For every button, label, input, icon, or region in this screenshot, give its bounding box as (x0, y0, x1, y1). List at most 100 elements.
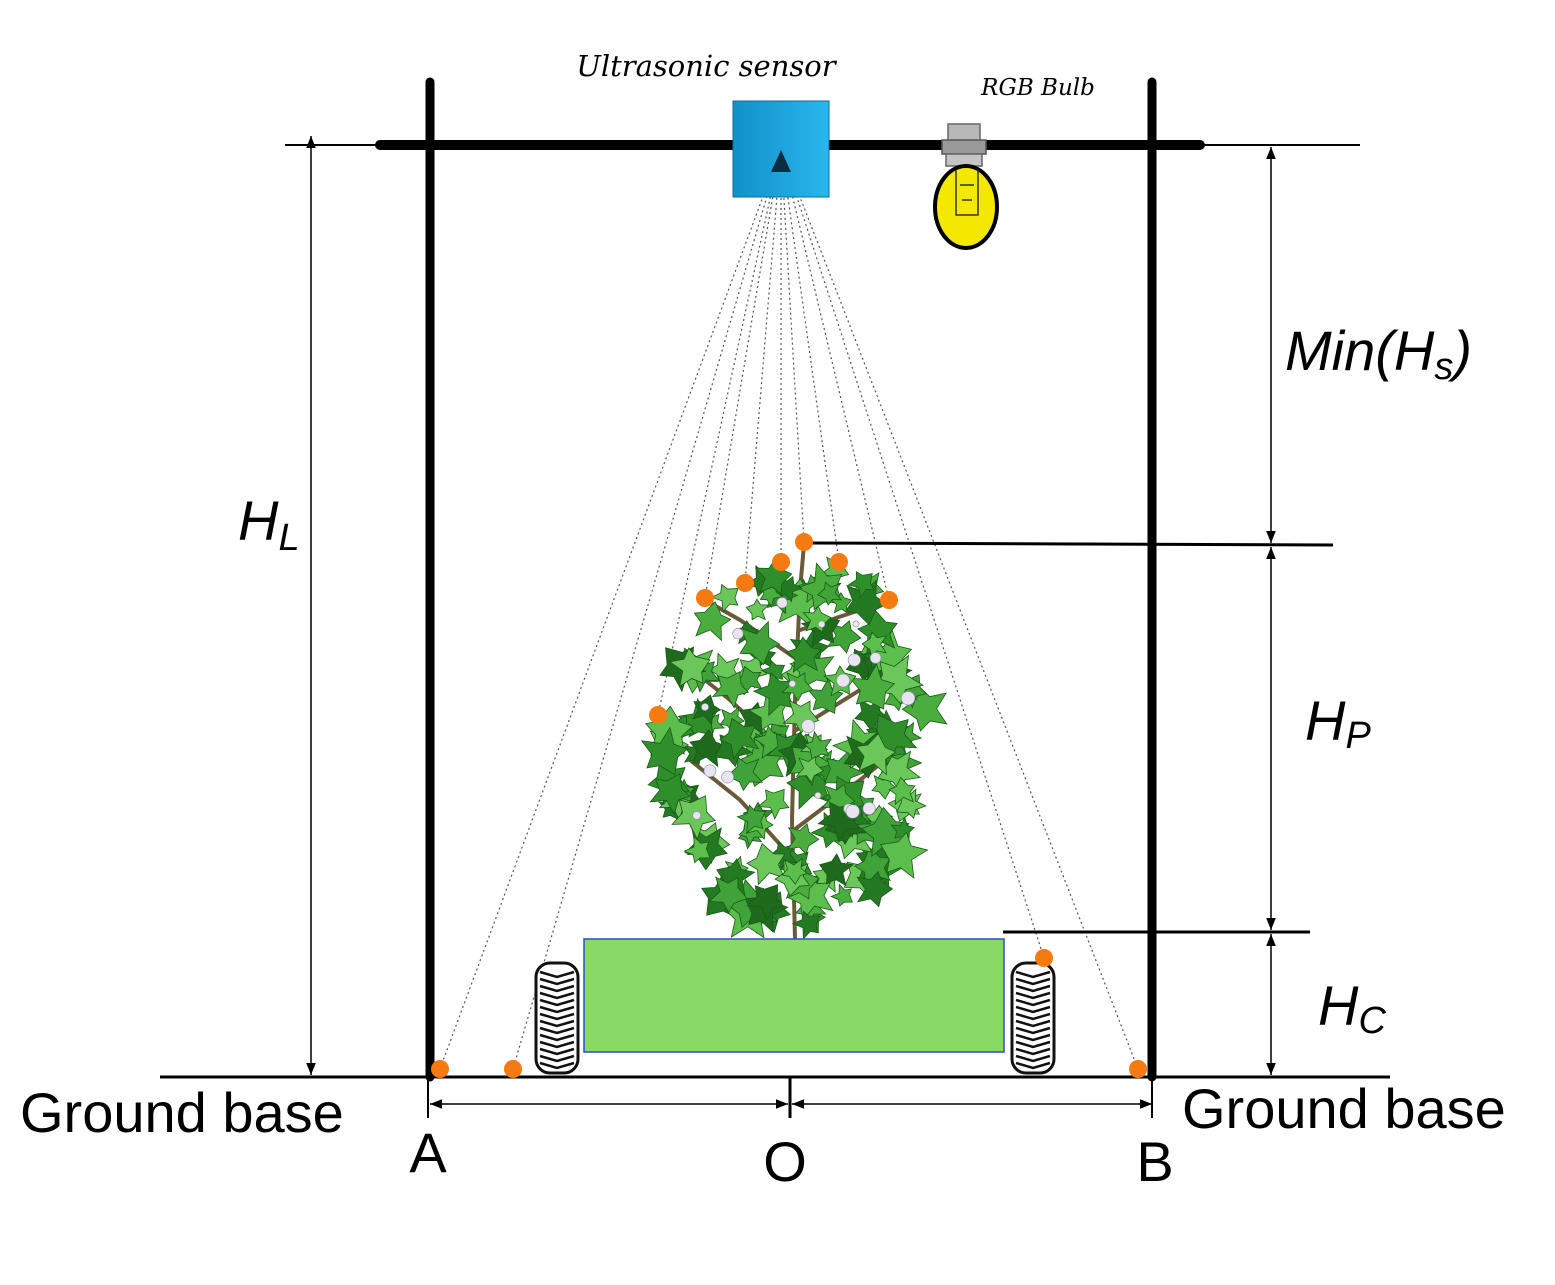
leaf (746, 843, 786, 886)
leaf (830, 883, 853, 907)
point (795, 533, 813, 551)
leaf (777, 576, 803, 603)
blossom (852, 620, 860, 628)
right-wheel-icon (1010, 961, 1056, 1075)
blossom (701, 703, 709, 711)
point (431, 1060, 449, 1078)
tread (539, 1033, 575, 1042)
point (1129, 1060, 1147, 1078)
leaf (888, 776, 916, 806)
sensor-label: Ultrasonic sensor (576, 49, 837, 83)
hl-label: HL (238, 489, 300, 559)
leaf (719, 717, 760, 760)
tread (1015, 998, 1051, 1007)
leaf (708, 876, 748, 913)
tread (539, 970, 575, 979)
leaf (803, 730, 833, 761)
min-hs-label: Min(Hs) (1285, 319, 1472, 388)
tread (539, 991, 575, 1000)
sensor-emitter-icon (771, 150, 791, 172)
tread (1015, 977, 1051, 986)
tread (1015, 1054, 1051, 1063)
tread (539, 1040, 575, 1049)
planter-box (583, 938, 1005, 1053)
tread (539, 1026, 575, 1035)
tread (1015, 1061, 1051, 1070)
sensor-beams (439, 147, 1139, 1070)
tread (1015, 1033, 1051, 1042)
leaf (787, 823, 820, 855)
tread (539, 1012, 575, 1021)
leaf (649, 773, 691, 816)
point-a-label: A (409, 1121, 447, 1184)
tread (539, 1054, 575, 1063)
bulb-label: RGB Bulb (980, 75, 1095, 101)
tread (539, 977, 575, 986)
blossom (817, 620, 826, 628)
tread (1015, 1047, 1051, 1056)
point (736, 574, 754, 592)
point (696, 589, 714, 607)
tread (539, 1047, 575, 1056)
tread (1015, 984, 1051, 993)
point (880, 591, 898, 609)
leaf (736, 804, 767, 834)
leaf (640, 726, 689, 776)
leaf (855, 732, 897, 776)
blossom (847, 653, 861, 667)
point (649, 706, 667, 724)
blossom (814, 792, 822, 799)
tread (1015, 991, 1051, 1000)
tread (539, 1019, 575, 1028)
blossom (801, 719, 816, 733)
leaf (802, 605, 832, 633)
tread (1015, 970, 1051, 979)
leaf (819, 853, 855, 887)
blossom (788, 680, 796, 688)
tread (1015, 1012, 1051, 1021)
tread (1015, 1019, 1051, 1028)
plant-foliage (640, 556, 948, 940)
leaf (712, 671, 750, 709)
left-wheel-icon (534, 961, 580, 1075)
leaf (806, 676, 844, 714)
measurement-points (431, 533, 1147, 1078)
leaf (785, 636, 822, 674)
leaf (880, 831, 929, 879)
blossom (692, 811, 702, 820)
leaf (856, 870, 894, 908)
tread (1015, 1026, 1051, 1035)
rgb-bulb-icon (933, 123, 999, 250)
leaf (791, 910, 821, 940)
leaf (757, 788, 790, 820)
tread (539, 984, 575, 993)
point (1035, 949, 1053, 967)
leaf (795, 755, 825, 784)
point (830, 553, 848, 571)
plant-top-reference (807, 541, 1334, 547)
blossom (845, 804, 860, 819)
hp-label: HP (1305, 689, 1371, 757)
leaf (693, 601, 732, 642)
blossom (776, 597, 788, 609)
leaf (861, 631, 888, 657)
blossom (721, 770, 734, 784)
tread (539, 1005, 575, 1014)
leaf (829, 592, 853, 614)
tread (1015, 1040, 1051, 1049)
tread (1015, 1005, 1051, 1014)
tread (539, 1061, 575, 1070)
point (504, 1060, 522, 1078)
blossom (836, 673, 850, 688)
leaf (847, 571, 875, 599)
blossom (869, 652, 882, 664)
leaf (745, 598, 770, 621)
leaf (710, 583, 739, 613)
leaf (668, 647, 711, 688)
point-b-label: B (1136, 1130, 1173, 1193)
point-o-label: O (763, 1130, 807, 1193)
ground-base-left-label: Ground base (20, 1081, 344, 1144)
blossom (732, 628, 744, 640)
leaf (746, 884, 785, 922)
